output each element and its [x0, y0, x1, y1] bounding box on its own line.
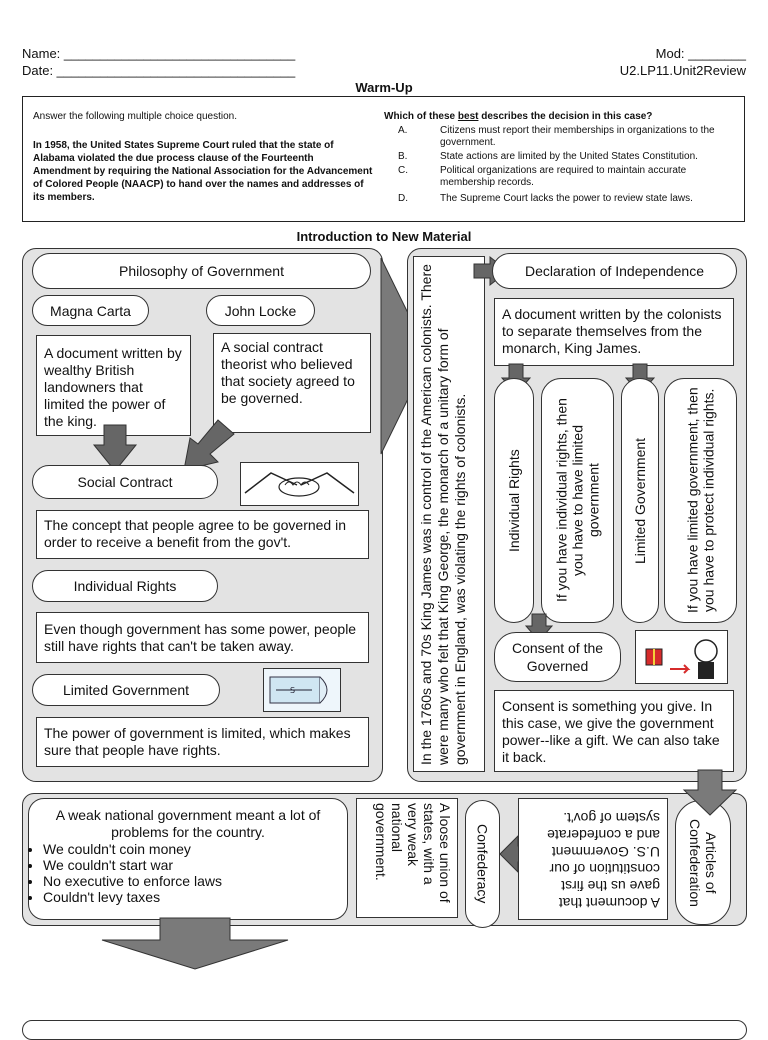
problems-list: We couldn't coin money We couldn't start…	[25, 841, 337, 905]
limited-government-pill: Limited Government	[32, 674, 220, 706]
warmup-prompt: In 1958, the United States Supreme Court…	[33, 140, 373, 203]
rights-vertical-desc: If you have individual rights, then you …	[541, 378, 614, 623]
next-section-border	[22, 1020, 747, 1040]
option-c[interactable]: C.Political organizations are required t…	[398, 165, 687, 188]
list-item: No executive to enforce laws	[43, 873, 337, 889]
svg-text:S: S	[290, 686, 295, 695]
name-line[interactable]: Name: ________________________________	[22, 46, 296, 61]
limited-government-desc: The power of government is limited, whic…	[36, 717, 369, 767]
option-d[interactable]: D.The Supreme Court lacks the power to r…	[398, 193, 693, 204]
rights-vertical-pill: Individual Rights	[494, 378, 534, 623]
lesson-code: U2.LP11.Unit2Review	[619, 63, 746, 78]
john-locke-pill: John Locke	[206, 295, 315, 326]
consent-pill: Consent of the Governed	[494, 632, 621, 682]
articles-desc: A document that gave us the first consti…	[518, 798, 668, 920]
philosophy-pill: Philosophy of Government	[32, 253, 371, 289]
magna-carta-desc: A document written by wealthy British la…	[36, 335, 191, 436]
consent-desc: Consent is something you give. In this c…	[494, 690, 734, 772]
john-locke-desc: A social contract theorist who believed …	[213, 333, 371, 433]
list-item: Couldn't levy taxes	[43, 889, 337, 905]
warmup-title: Warm-Up	[355, 80, 413, 95]
down-arrow-icon	[92, 424, 138, 472]
individual-rights-desc: Even though government has some power, p…	[36, 612, 369, 663]
declaration-desc: A document written by the colonists to s…	[494, 298, 734, 366]
warmup-instruction: Answer the following multiple choice que…	[33, 111, 237, 122]
handshake-icon	[244, 472, 355, 497]
warmup-question: Which of these best describes the decisi…	[384, 111, 653, 122]
social-contract-desc: The concept that people agree to be gove…	[36, 510, 369, 559]
declaration-pill: Declaration of Independence	[492, 253, 737, 289]
colonists-vertical-text: In the 1760s and 70s King James was in c…	[413, 256, 485, 772]
list-item: We couldn't coin money	[43, 841, 337, 857]
big-down-arrow-icon	[101, 917, 289, 970]
limited-vertical-pill: Limited Government	[621, 378, 659, 623]
weak-government-box: A weak national government meant a lot o…	[28, 798, 348, 920]
handshake-image	[240, 462, 359, 506]
big-right-arrow-icon	[380, 257, 430, 455]
warmup-box: Answer the following multiple choice que…	[22, 96, 745, 222]
weak-government-title: A weak national government meant a lot o…	[55, 807, 321, 840]
list-item: We couldn't start war	[43, 857, 337, 873]
gift-image	[635, 630, 728, 684]
limited-vertical-desc: If you have limited government, then you…	[664, 378, 737, 623]
confederacy-pill: Confederacy	[465, 800, 500, 928]
loose-union-desc: A loose union of states, with a very wea…	[356, 798, 458, 918]
scale-image: S	[263, 668, 341, 712]
option-a[interactable]: A.Citizens must report their memberships…	[398, 125, 715, 148]
option-b[interactable]: B.State actions are limited by the Unite…	[398, 151, 698, 162]
down-arrow-icon-5	[682, 769, 738, 816]
gift-icon	[645, 639, 718, 679]
mod-line[interactable]: Mod: ________	[655, 46, 746, 61]
document-icon: S	[269, 676, 328, 704]
articles-pill: Articles of Confederation	[675, 800, 731, 925]
social-contract-pill: Social Contract	[32, 465, 218, 499]
warmup-options: A.Citizens must report their memberships…	[384, 125, 734, 207]
individual-rights-pill: Individual Rights	[32, 570, 218, 602]
magna-carta-pill: Magna Carta	[32, 295, 149, 326]
intro-title: Introduction to New Material	[296, 229, 472, 244]
date-line[interactable]: Date: _________________________________	[22, 63, 296, 78]
